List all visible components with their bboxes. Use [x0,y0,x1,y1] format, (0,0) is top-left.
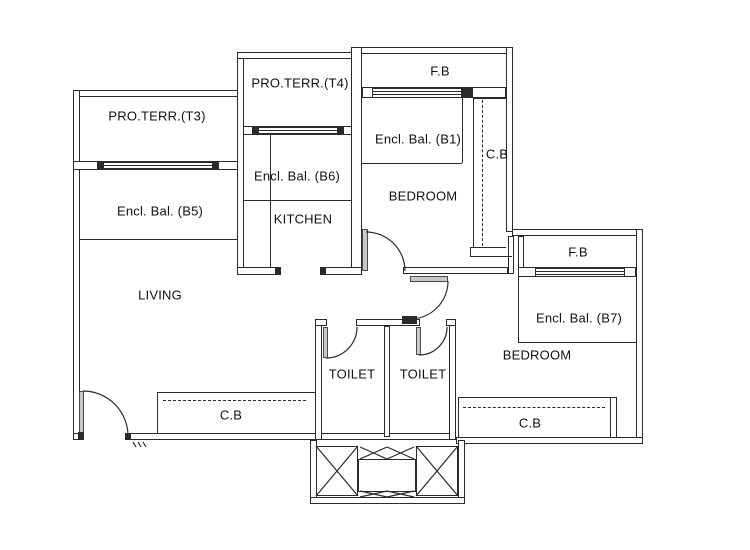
wall-fbright-top [512,229,643,236]
door-arc-toilet-right [418,326,448,356]
wall-toilet-top-a [315,319,327,326]
door-leaf-bedroom1 [362,229,368,271]
room-label-fb-top: F.B [430,63,450,79]
room-label-encl-bal-b7: Encl. Bal. (B7) [535,310,623,326]
line-cbbr-left [458,397,459,437]
wall-toilet-partition [384,326,390,437]
room-label-pro-terr-t4: PRO.TERR.(T4) [251,75,349,91]
wall-right-outer [636,229,643,444]
window-jamb [97,161,103,170]
wall-toilet-right [449,319,456,440]
room-label-encl-bal-b6: Encl. Bal. (B6) [253,168,341,184]
room-label-bedroom-top: BEDROOM [388,188,458,204]
window-jamb [252,126,258,135]
wall-lobby-top [403,267,508,274]
wall-left-outer [73,90,80,440]
door-leaf-entrance [79,391,84,436]
wall-shaft-right [458,440,465,504]
line-cbtop-step-v [470,247,471,256]
room-label-pro-terr-t3: PRO.TERR.(T3) [108,108,206,124]
wall-toilet-top-c [446,319,456,326]
wall-fbright-left [518,236,524,269]
line-cbbl-left [157,392,158,433]
shaft-duct-left [316,446,358,496]
jamb-kitchen-door-l [275,268,281,275]
wall-shaft-bottom [310,497,465,504]
room-label-cb-top-right: C.B [485,146,509,162]
window-fbb1 [372,87,462,98]
window-fbb7 [535,267,625,277]
jamb-entrance-r [125,433,131,440]
wall-bedroom1-right-stub [508,236,514,274]
line-cbtop-top [473,98,506,99]
wall-right-upper-outer [506,47,513,232]
window-t3b5 [103,161,213,170]
room-label-cb-bottom-right: C.B [518,415,542,431]
entrance-ticks [132,441,147,448]
shaft-lift-car [358,459,416,492]
line-b6-kitchen [244,200,351,201]
wall-cbbr-right [610,397,617,438]
window-jamb [213,161,219,170]
line-b7-left [518,277,519,342]
jamb-entrance-l [78,432,84,440]
shaft-duct-right [416,446,458,496]
line-cbtop-left [473,98,474,247]
dashed-cb-top-right [482,100,483,246]
door-leaf-bedroom2 [410,276,448,282]
window-jamb [462,87,473,98]
wall-bottom-right [456,437,643,444]
room-label-encl-bal-b1: Encl. Bal. (B1) [374,131,462,147]
lift-chevrons-top [359,446,415,460]
door-arc-bedroom2 [409,280,449,320]
wall-toilet-top-b [356,319,420,326]
door-leaf-toilet-left [323,327,328,358]
door-arc-entrance [82,390,129,437]
room-label-living: LIVING [138,287,182,303]
door-arc-toilet-left [325,326,358,359]
wall-t3-right [237,52,244,275]
wall-kitchen-bottom-b [320,267,362,275]
line-b7-bottom [518,342,636,343]
line-b1-right [462,97,463,163]
dashed-cb-bottom-right [463,407,605,408]
line-cbbr-top [458,397,610,398]
door-leaf-toilet-right [416,327,421,355]
room-label-toilet-left: TOILET [328,366,376,382]
dashed-cb-bottom-left [163,400,306,401]
window-jamb [338,126,344,135]
line-cbtop-bottom [470,247,506,248]
wall-center-vertical [351,47,362,275]
room-label-fb-right: F.B [568,244,588,260]
jamb-lobby [402,316,417,324]
room-label-encl-bal-b5: Encl. Bal. (B5) [116,203,204,219]
room-label-toilet-right: TOILET [399,366,447,382]
line-cbbl-top [157,392,316,393]
wall-toilet-left [315,319,322,440]
room-label-kitchen: KITCHEN [273,211,333,227]
door-arc-bedroom1 [365,231,406,272]
line-cbtop-step-h [470,256,512,257]
jamb-kitchen-door-r [320,268,326,275]
line-kitchen-strip [270,135,271,267]
wall-t4-top [237,52,358,59]
room-label-cb-bottom-left: C.B [219,407,243,423]
wall-t3-top [73,90,238,97]
line-b1-bottom [362,163,462,164]
wall-fb-top [352,47,512,54]
wall-bottom-left [128,433,317,440]
line-b5-bottom [80,239,237,240]
room-label-bedroom-right: BEDROOM [502,347,572,363]
window-t4b6 [258,126,338,135]
